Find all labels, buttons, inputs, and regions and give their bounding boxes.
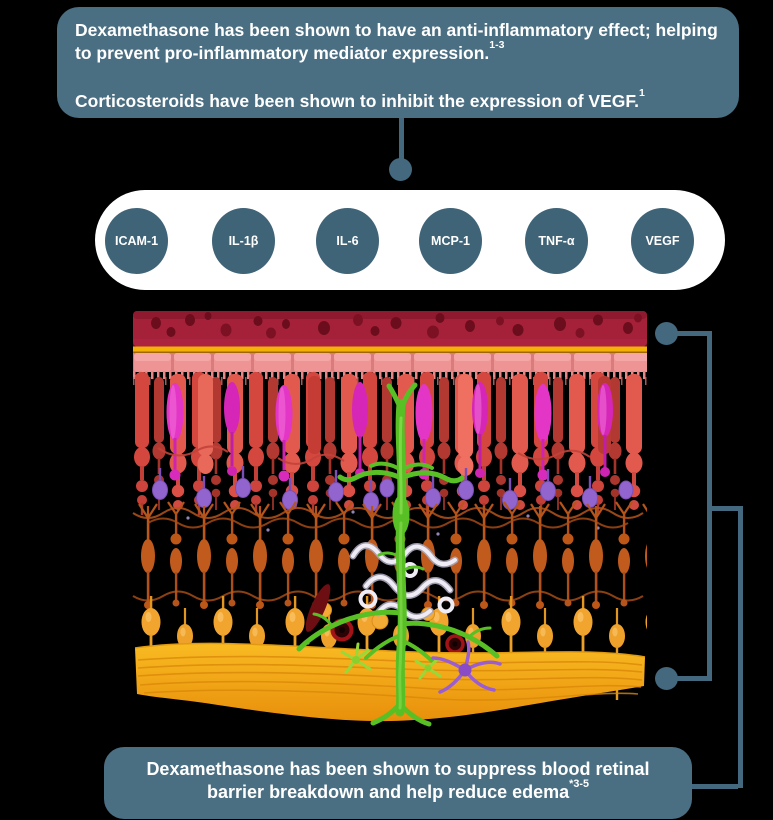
nerve-fiber-layer <box>134 642 646 722</box>
bruchs-membrane-layer <box>133 346 647 353</box>
mediator-label: MCP-1 <box>431 234 470 248</box>
mediator-badge-mcp-1: MCP-1 <box>419 208 482 274</box>
mediator-badge-icam-1: ICAM-1 <box>105 208 168 274</box>
retina-illustration <box>132 311 647 727</box>
mediator-label: IL-1β <box>228 234 259 248</box>
astrocyte-cells <box>340 642 442 680</box>
microglia-cell <box>431 640 502 694</box>
mediator-badge-tnf-a: TNF-α <box>525 208 588 274</box>
reference-superscript-2: 1 <box>638 86 645 99</box>
bottom-callout-text: Dexamethasone has been shown to suppress… <box>146 759 650 803</box>
mediator-pill-container: ICAM-1 IL-1β IL-6 MCP-1 TNF-α VEGF <box>95 190 725 290</box>
top-callout-paragraph-1: Dexamethasone has been shown to have an … <box>75 19 723 65</box>
top-callout-paragraph-2: Corticosteroids have been shown to inhib… <box>75 86 723 113</box>
reference-superscript-1: 1-3 <box>489 38 505 51</box>
bipolar-layer <box>132 498 647 610</box>
bracket-line-outer-vertical <box>738 506 743 788</box>
cone-cells <box>166 382 613 482</box>
bracket-line-mid-join <box>710 506 738 511</box>
mediator-label: VEGF <box>645 234 680 248</box>
reference-superscript-3: *3-5 <box>569 777 589 790</box>
top-callout-text-2: Corticosteroids have been shown to inhib… <box>75 91 639 112</box>
choroid-layer <box>133 311 647 347</box>
horizontal-cells-layer <box>152 466 634 512</box>
muller-glial-cell <box>296 382 500 727</box>
top-callout-text-1: Dexamethasone has been shown to have an … <box>75 20 718 64</box>
mediator-badge-vegf: VEGF <box>631 208 694 274</box>
bracket-line-vertical <box>707 331 712 681</box>
mediator-label: IL-6 <box>336 234 359 248</box>
connector-line-top <box>399 118 404 160</box>
bracket-line-bottom <box>666 676 712 681</box>
blood-cells <box>151 312 642 339</box>
mediator-badge-il-6: IL-6 <box>316 208 379 274</box>
bracket-line-to-bottom-callout <box>692 784 738 789</box>
bottom-callout-paragraph: Dexamethasone has been shown to suppress… <box>134 758 662 805</box>
bracket-line-top <box>666 331 712 336</box>
top-callout: Dexamethasone has been shown to have an … <box>57 7 739 118</box>
mediator-badge-il-1b: IL-1β <box>212 208 275 274</box>
mediator-label: ICAM-1 <box>114 234 159 248</box>
mediator-label: TNF-α <box>538 234 575 248</box>
horizontal-processes <box>157 445 591 465</box>
bottom-callout: Dexamethasone has been shown to suppress… <box>104 747 692 819</box>
connector-dot-top <box>389 158 412 181</box>
